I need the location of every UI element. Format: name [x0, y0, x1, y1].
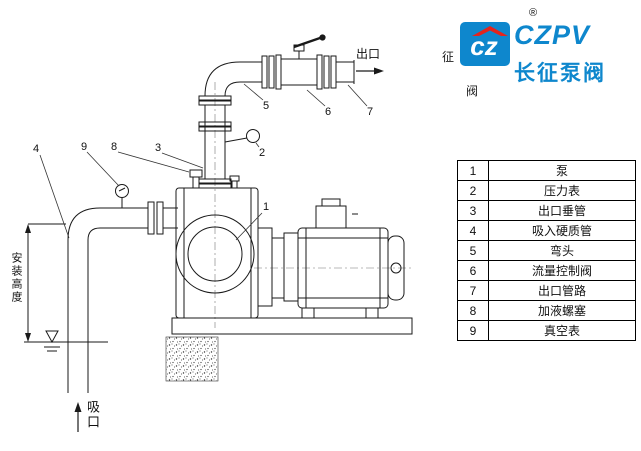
- parts-row: 3 出口垂管: [457, 200, 636, 221]
- callout-numbers: 1 2 3 4 5 6 7 8 9: [33, 100, 373, 213]
- part-no-cell: 8: [457, 300, 489, 321]
- elbow: [204, 55, 275, 97]
- part-no-cell: 4: [457, 220, 489, 241]
- suction-inlet-label: 吸口: [85, 400, 100, 430]
- flow-control-valve: [275, 34, 326, 90]
- brand-name: 长征泵阀: [514, 62, 606, 85]
- outlet-label: 出口: [356, 47, 380, 61]
- part-no-cell: 3: [457, 200, 489, 221]
- parts-row: 9 真空表: [457, 320, 636, 341]
- part-name-cell: 吸入硬质管: [488, 220, 636, 241]
- vacuum-gauge: [115, 184, 129, 208]
- brand-acronym: CZPV: [514, 20, 591, 50]
- callout-7: 7: [367, 106, 373, 118]
- part-no-cell: 2: [457, 180, 489, 201]
- callout-8: 8: [111, 141, 117, 153]
- outlet-vertical-pipe: [198, 95, 232, 189]
- parts-row: 1 泵: [457, 160, 636, 181]
- suction-pipe: [67, 201, 178, 393]
- callout-3: 3: [155, 142, 161, 154]
- parts-row: 6 流量控制阀: [457, 260, 636, 281]
- installation-diagram: 出口: [24, 34, 413, 432]
- logo-stamp-char-bottom: 阀: [466, 84, 479, 98]
- part-name-cell: 真空表: [488, 320, 636, 341]
- parts-row: 8 加液螺塞: [457, 300, 636, 321]
- parts-row: 4 吸入硬质管: [457, 220, 636, 241]
- install-height-dimension: [24, 223, 66, 343]
- part-no-cell: 9: [457, 320, 489, 341]
- part-no-cell: 6: [457, 260, 489, 281]
- part-no-cell: 7: [457, 280, 489, 301]
- part-name-cell: 出口垂管: [488, 200, 636, 221]
- pressure-gauge: [224, 129, 260, 143]
- part-name-cell: 压力表: [488, 180, 636, 201]
- part-name-cell: 弯头: [488, 240, 636, 261]
- callout-2: 2: [259, 147, 265, 159]
- pump-body: [175, 187, 259, 319]
- logo-roof-shape: [472, 26, 508, 36]
- part-name-cell: 流量控制阀: [488, 260, 636, 281]
- part-name-cell: 出口管路: [488, 280, 636, 301]
- part-name-cell: 加液螺塞: [488, 300, 636, 321]
- callout-4: 4: [33, 143, 39, 155]
- callout-leaders: [39, 83, 368, 241]
- callout-1: 1: [263, 201, 269, 213]
- water-level-symbol: [36, 330, 108, 352]
- logo-stamp-char-top: 征: [442, 50, 455, 64]
- callout-6: 6: [325, 106, 331, 118]
- suction-inlet-arrow: [74, 402, 82, 432]
- part-name-cell: 泵: [488, 160, 636, 181]
- registered-mark: ®: [529, 7, 538, 19]
- base-plate: [171, 317, 413, 335]
- install-height-label: 安装高度: [10, 252, 22, 304]
- brand-logo: 征 阀 cz CZPV ® 长征泵阀: [440, 4, 640, 100]
- brand-logo-icon: cz: [460, 22, 510, 66]
- callout-9: 9: [81, 141, 87, 153]
- outlet-flow-arrow: [356, 67, 384, 75]
- outlet-piping: [323, 55, 355, 89]
- motor: [257, 198, 405, 319]
- parts-row: 2 压力表: [457, 180, 636, 201]
- part-no-cell: 1: [457, 160, 489, 181]
- parts-table: 1 泵 2 压力表 3 出口垂管 4 吸入硬质管 5 弯头 6 流量控制阀: [457, 160, 636, 341]
- parts-row: 5 弯头: [457, 240, 636, 261]
- part-no-cell: 5: [457, 240, 489, 261]
- callout-5: 5: [263, 100, 269, 112]
- parts-row: 7 出口管路: [457, 280, 636, 301]
- foundation-block: [165, 336, 219, 382]
